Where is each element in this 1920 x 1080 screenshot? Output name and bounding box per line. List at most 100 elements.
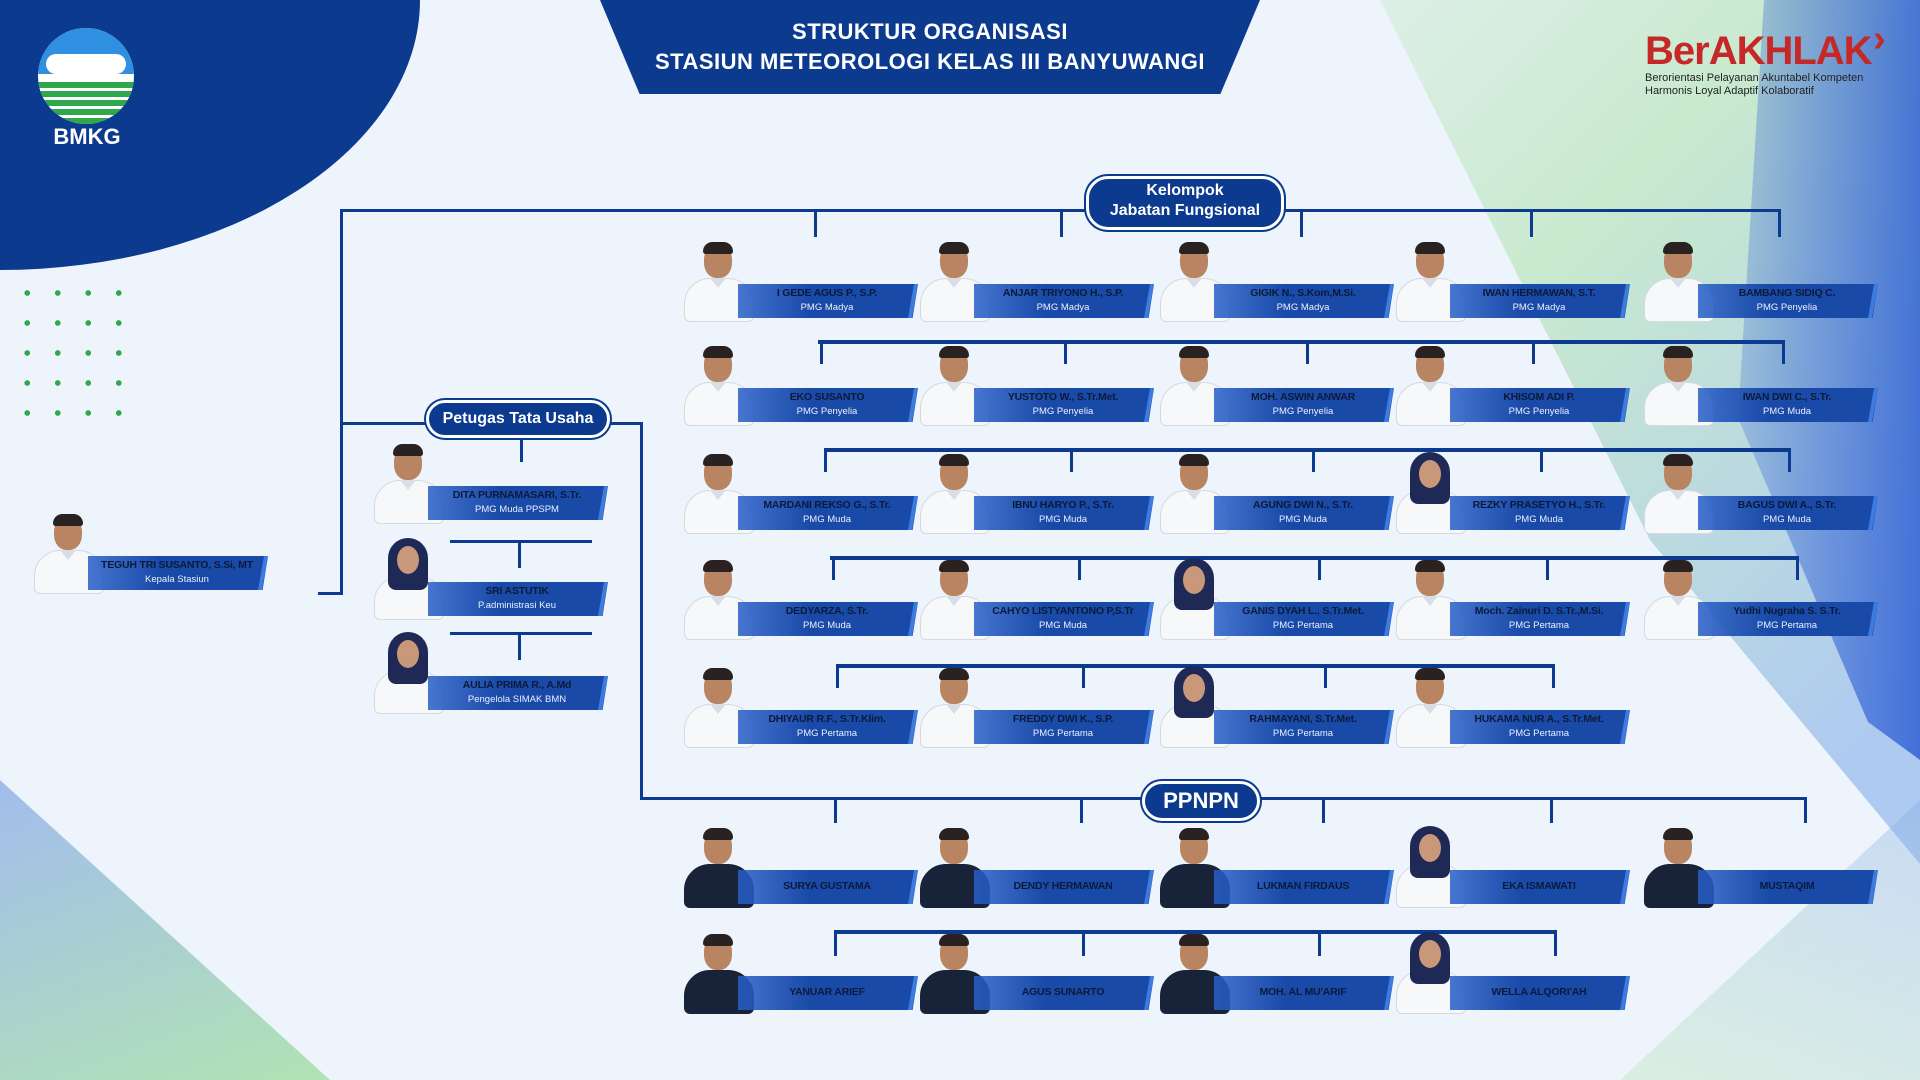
person-name: AGUS SUNARTO [1021, 986, 1105, 998]
connector-tick [1554, 930, 1557, 956]
title-banner: STRUKTUR ORGANISASI STASIUN METEOROLOGI … [600, 0, 1260, 94]
person-name: DHIYAUR R.F., S.Tr.Klim. [768, 713, 886, 725]
name-tag [738, 496, 918, 530]
connector-tick [824, 448, 827, 472]
person-name: I GEDE AGUS P., S.P. [776, 287, 878, 299]
ppnpn-card: SURYA GUSTAMA [680, 826, 920, 908]
name-tag [428, 582, 608, 616]
person-role: PMG Muda [1762, 514, 1812, 525]
connector-tick [1078, 556, 1081, 580]
connector-tick [1552, 664, 1555, 688]
person-name: BAMBANG SIDIQ C. [1738, 287, 1836, 299]
name-tag [738, 976, 918, 1010]
connector-tata-usaha [340, 422, 426, 425]
person-role: PMG Muda [1038, 514, 1088, 525]
connector-tick [1318, 930, 1321, 956]
ppnpn-card: AGUS SUNARTO [916, 932, 1156, 1014]
connector-row-bar [834, 930, 1556, 934]
fungsional-card: YUSTOTO W., S.Tr.Met.PMG Penyelia [916, 344, 1156, 426]
section-label-tata-usaha: Petugas Tata Usaha [426, 400, 610, 438]
person-role: PMG Muda PPSPM [475, 504, 559, 515]
name-tag [1698, 870, 1878, 904]
name-tag [1698, 388, 1878, 422]
connector-tick [814, 209, 817, 237]
connector-tick [1318, 556, 1321, 580]
person-role: PMG Madya [1036, 302, 1090, 313]
name-tag [738, 602, 918, 636]
person-name: BAGUS DWI A., S.Tr. [1737, 499, 1837, 511]
ppnpn-card: MUSTAQIM [1640, 826, 1880, 908]
berakhlak-line-1: Berorientasi Pelayanan Akuntabel Kompete… [1645, 72, 1864, 84]
person-name: GIGIK N., S.Kom,M.Si. [1250, 287, 1356, 299]
name-tag [974, 496, 1154, 530]
person-name: CAHYO LISTYANTONO P,S.Tr [992, 605, 1134, 617]
person-role: PMG Pertama [1756, 620, 1818, 631]
person-name: YUSTOTO W., S.Tr.Met. [1007, 391, 1119, 403]
person-name: FREDDY DWI K., S.P. [1012, 713, 1114, 725]
connector-tick [1804, 797, 1807, 823]
connector-tick [820, 340, 823, 364]
fungsional-card: BAMBANG SIDIQ C.PMG Penyelia [1640, 240, 1880, 322]
connector-tick [1082, 930, 1085, 956]
person-role: PMG Pertama [1272, 620, 1334, 631]
name-tag [1214, 388, 1394, 422]
name-tag [1450, 870, 1630, 904]
fungsional-card: IBNU HARYO P., S.Tr.PMG Muda [916, 452, 1156, 534]
name-tag [1214, 976, 1394, 1010]
connector-row-bar [824, 448, 1788, 452]
name-tag [974, 710, 1154, 744]
connector-tick [1532, 340, 1535, 364]
name-tag [1450, 602, 1630, 636]
berakhlak-title: BerAKHLAK [1645, 29, 1873, 73]
person-role: PMG Muda [802, 620, 852, 631]
person-name: DEDYARZA, S.Tr. [785, 605, 869, 617]
connector-tick [1324, 664, 1327, 688]
berakhlak-line-2: Harmonis Loyal Adaptif Kolaboratif [1645, 85, 1814, 97]
connector-tick [1796, 556, 1799, 580]
fungsional-card: REZKY PRASETYO H., S.Tr.PMG Muda [1392, 452, 1632, 534]
person-role: P.administrasi Keu [478, 600, 556, 611]
person-photo [1392, 452, 1468, 534]
name-tag [1698, 496, 1878, 530]
connector-tick [1080, 797, 1083, 823]
person-role: PMG Pertama [1508, 728, 1570, 739]
name-tag [974, 976, 1154, 1010]
name-tag [88, 556, 268, 590]
connector-tick [1782, 340, 1785, 364]
connector-fungsional-left [340, 209, 1086, 212]
person-name: RAHMAYANI, S.Tr.Met. [1249, 713, 1357, 725]
connector-ppnpn-right [1254, 797, 1806, 800]
fungsional-card: I GEDE AGUS P., S.P.PMG Madya [680, 240, 920, 322]
name-tag [1214, 284, 1394, 318]
connector-tick [832, 556, 835, 580]
person-name: AULIA PRIMA R., A.Md [462, 679, 572, 691]
fungsional-card: AGUNG DWI N., S.Tr.PMG Muda [1156, 452, 1396, 534]
fungsional-card: BAGUS DWI A., S.Tr. PMG Muda [1640, 452, 1880, 534]
ppnpn-card: EKA ISMAWATI [1392, 826, 1632, 908]
person-name: GANIS DYAH L., S.Tr.Met. [1242, 605, 1364, 617]
ppnpn-card: LUKMAN FIRDAUS [1156, 826, 1396, 908]
connector-tick [836, 664, 839, 688]
person-name: IWAN HERMAWAN, S.T. [1482, 287, 1596, 299]
connector-tick [1550, 797, 1553, 823]
connector-tick [1540, 448, 1543, 472]
person-name: SURYA GUSTAMA [783, 880, 871, 892]
connector-tick [1778, 209, 1781, 237]
bmkg-logo-emblem [38, 28, 134, 124]
name-tag [1450, 284, 1630, 318]
connector-row-bar [830, 556, 1796, 560]
name-tag [738, 710, 918, 744]
connector-tick [1546, 556, 1549, 580]
name-tag [974, 388, 1154, 422]
fungsional-card: KHISOM ADI P.PMG Penyelia [1392, 344, 1632, 426]
connector-tick [834, 930, 837, 956]
person-name: Moch. Zainuri D. S.Tr.,M.Si. [1474, 605, 1604, 617]
connector-tick [1322, 797, 1325, 823]
name-tag [1214, 602, 1394, 636]
bmkg-logo-text: BMKG [53, 124, 121, 149]
connector-tick [518, 540, 521, 568]
